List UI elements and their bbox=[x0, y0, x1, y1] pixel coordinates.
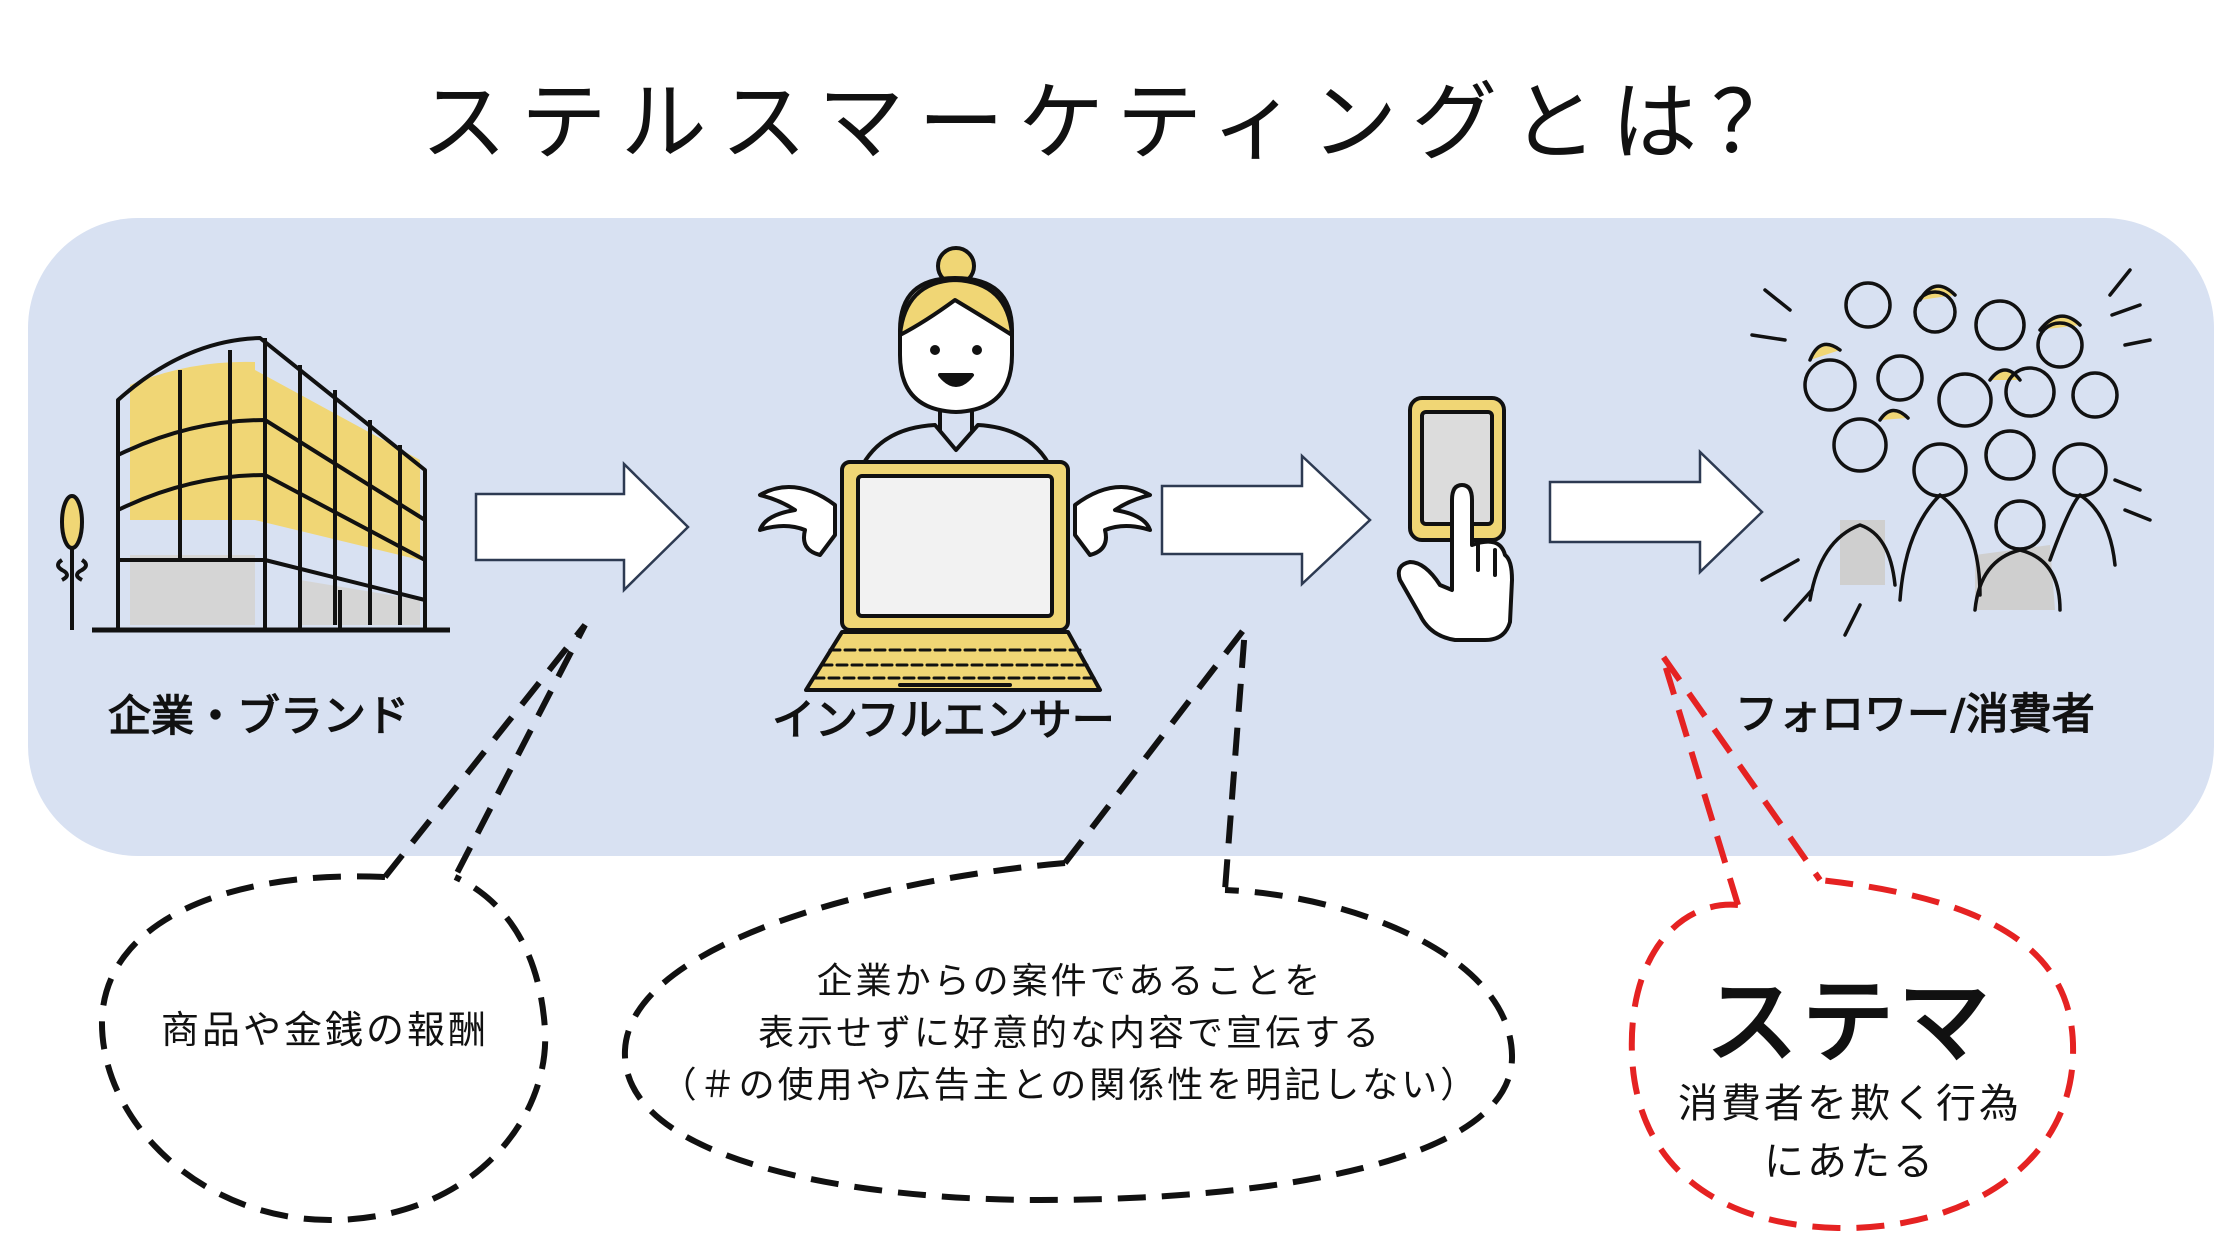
crowd-icon bbox=[1750, 268, 2152, 637]
building-icon bbox=[56, 336, 450, 633]
disclosure-line-2: 表示せずに好意的な内容で宣伝する bbox=[757, 1013, 1382, 1054]
stema-title: ステマ bbox=[1705, 969, 1994, 1076]
page-title: ステルスマーケティングとは？ bbox=[420, 73, 1812, 173]
reward-text: 商品や金銭の報酬 bbox=[160, 1008, 489, 1052]
stema-line-2: にあたる bbox=[1764, 1139, 1936, 1185]
stema-line-1: 消費者を欺く行為 bbox=[1678, 1081, 2022, 1127]
followers-label: フォロワー/消費者 bbox=[1735, 690, 2095, 740]
disclosure-text: 企業からの案件であることを 表示せずに好意的な内容で宣伝する （＃の使用や広告主… bbox=[620, 956, 1520, 1112]
stema-speech-bubble bbox=[1628, 653, 2077, 1232]
disclosure-line-3: （＃の使用や広告主との関係性を明記しない） bbox=[660, 1065, 1480, 1106]
arrow-brand-to-influencer bbox=[474, 461, 690, 593]
reward-speech-bubble bbox=[98, 623, 588, 1224]
arrow-influencer-to-phone bbox=[1160, 453, 1372, 587]
brand-label: 企業・ブランド bbox=[108, 692, 409, 742]
disclosure-speech-bubble bbox=[621, 618, 1516, 1204]
smartphone-tap-icon bbox=[1396, 396, 1514, 642]
influencer-laptop-icon bbox=[758, 246, 1152, 692]
arrow-phone-to-followers bbox=[1548, 449, 1764, 575]
stema-text: 消費者を欺く行為 にあたる bbox=[1640, 1075, 2060, 1191]
influencer-label: インフルエンサー bbox=[772, 696, 1115, 746]
disclosure-line-1: 企業からの案件であることを bbox=[816, 961, 1324, 1002]
